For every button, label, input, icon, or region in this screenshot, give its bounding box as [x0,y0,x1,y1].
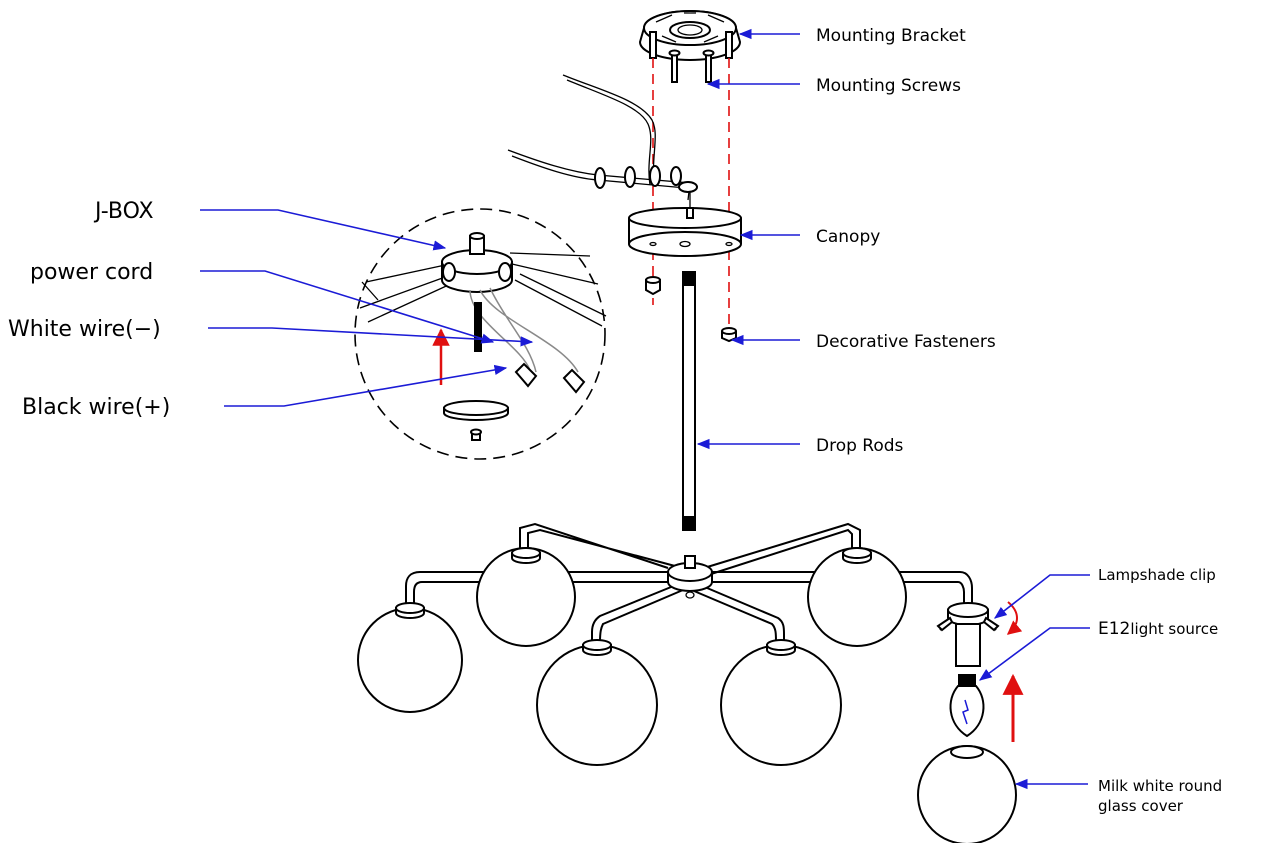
label-j-box: J-BOX [93,199,154,224]
globe-front-left [536,639,658,766]
leader-lines [200,28,1090,790]
install-arrows [1002,601,1024,742]
label-power-cord: power cord [30,260,153,285]
label-mounting-bracket: Mounting Bracket [816,26,966,46]
alignment-guides [652,58,730,335]
label-decorative-fasteners: Decorative Fasteners [816,332,996,352]
globe-front-right [720,639,842,766]
label-drop-rods: Drop Rods [816,436,904,456]
label-lampshade-clip: Lampshade clip [1098,566,1216,584]
lampshade-clip [936,616,1000,632]
globe-back-left [476,547,576,647]
label-glass-cover-line2: glass cover [1098,797,1184,815]
globe-back-right [807,547,907,647]
label-light-source: E12light source [1098,619,1218,639]
socket-assembly [939,602,997,667]
globe-left [357,602,463,713]
label-canopy: Canopy [816,227,880,247]
wiring-detail-inset [354,208,607,460]
label-light-source-text: light source [1130,620,1218,638]
glass-cover [917,745,1017,843]
canopy [628,207,742,257]
center-hub [667,555,713,599]
label-white-wire: White wire(−) [8,317,161,342]
drop-rod [682,271,696,531]
label-black-wire: Black wire(+) [22,395,170,420]
label-light-source-model: E12 [1098,619,1130,639]
e12-bulb [949,674,985,738]
mounting-bracket [638,10,742,61]
chain [594,165,698,212]
label-glass-cover-line1: Milk white round [1098,777,1222,795]
label-mounting-screws: Mounting Screws [816,76,961,96]
chandelier-arms [405,522,973,643]
